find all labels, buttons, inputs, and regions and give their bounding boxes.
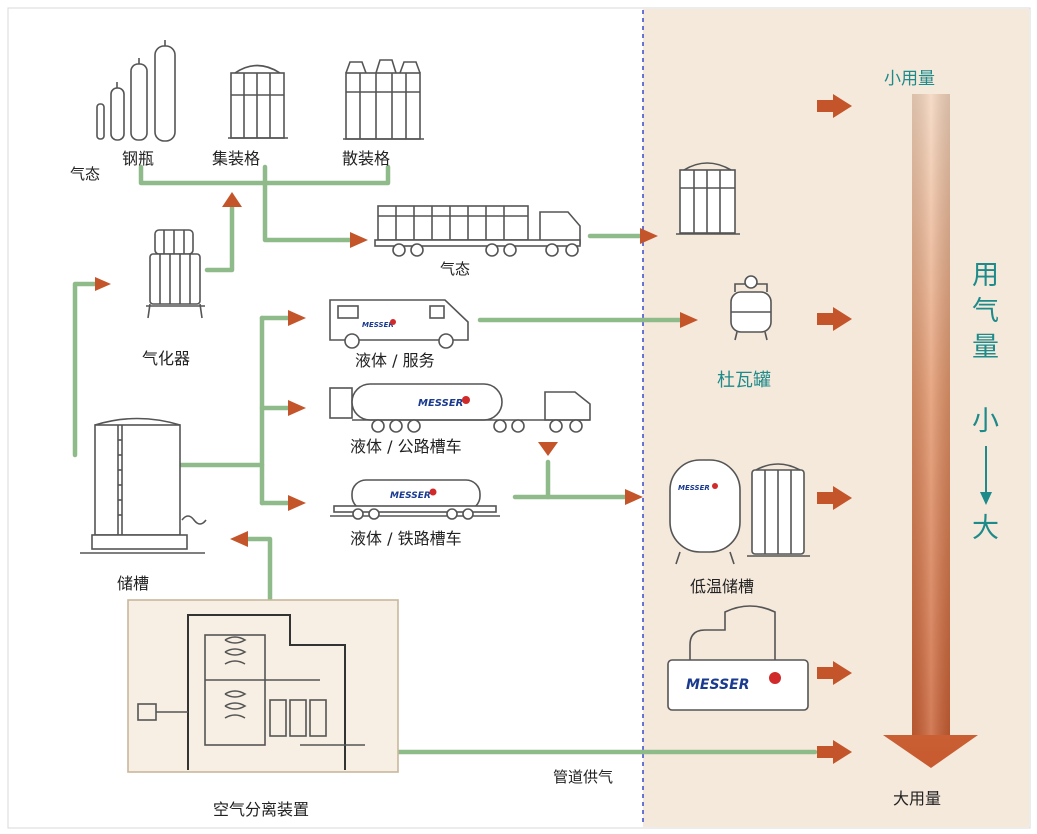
label-storage-tank: 储槽	[117, 574, 150, 593]
svg-text:MESSER: MESSER	[686, 677, 750, 693]
svg-text:MESSER: MESSER	[418, 398, 463, 409]
equipment	[80, 40, 810, 773]
vertical-usage-char-1: 用	[972, 260, 999, 291]
arrow-to-storage	[230, 531, 248, 547]
rail-tanker-icon	[330, 479, 500, 520]
flow-lines	[72, 164, 818, 755]
label-cylinder: 钢瓶	[122, 149, 155, 168]
vertical-usage-char-3: 量	[972, 332, 999, 363]
arrow-road-down	[538, 442, 558, 456]
arrow-to-vaporizer	[95, 277, 111, 291]
label-pipeline: 管道供气	[553, 768, 614, 786]
label-liquid-rail: 液体 / 铁路槽车	[350, 529, 462, 548]
arrow-to-rail-tanker	[288, 495, 306, 511]
svg-text:MESSER: MESSER	[678, 484, 710, 492]
svg-text:MESSER: MESSER	[390, 491, 431, 501]
cryogenic-tank-icon	[669, 459, 810, 565]
label-liquid-road: 液体 / 公路槽车	[350, 437, 462, 456]
road-tanker-icon	[329, 383, 591, 433]
label-gas-state-top: 气态	[70, 165, 101, 183]
messer-logo-plant: MESSER	[686, 672, 781, 693]
messer-logos: MESSER MESSER MESSER MESSER MESSER	[362, 319, 781, 693]
cylinder-icon	[96, 40, 176, 142]
label-gas-truck: 气态	[440, 260, 471, 278]
messer-logo-van: MESSER	[362, 319, 396, 329]
label-cryo-tank: 低温储槽	[690, 577, 755, 596]
right-arrows	[817, 94, 852, 764]
van-icon	[329, 299, 469, 349]
loose-rack-icon	[343, 59, 424, 140]
arrow-to-dewar	[680, 312, 698, 328]
label-vaporizer: 气化器	[142, 349, 191, 368]
arrow-truck-to-rack	[640, 228, 658, 244]
arrow-to-road-tanker	[288, 400, 306, 416]
messer-logo-rail: MESSER	[390, 488, 437, 501]
vertical-big-char: 大	[972, 513, 999, 544]
label-small-usage: 小用量	[884, 69, 935, 89]
dewar-icon	[730, 275, 772, 341]
storage-tank-icon	[80, 417, 207, 554]
label-bundle: 集装格	[212, 149, 261, 168]
vertical-small-char: 小	[972, 406, 999, 437]
svg-text:MESSER: MESSER	[362, 321, 394, 329]
arrow-to-gas-truck	[350, 232, 368, 248]
gas-truck-icon	[374, 205, 581, 257]
label-loose-rack: 散装格	[342, 149, 391, 168]
messer-logo-cryo: MESSER	[678, 483, 718, 492]
label-large-usage: 大用量	[893, 789, 942, 808]
usage-scale-arrow	[883, 94, 978, 768]
arrow-to-van	[288, 310, 306, 326]
messer-logo-road: MESSER	[418, 396, 470, 409]
label-asu: 空气分离装置	[213, 800, 310, 819]
arrow-to-bundle	[222, 192, 242, 207]
label-liquid-service: 液体 / 服务	[355, 351, 435, 370]
gas-rack-right-icon	[676, 162, 740, 235]
bundle-icon	[228, 64, 288, 139]
vertical-usage-char-2: 气	[972, 296, 999, 327]
arrow-to-cryo	[625, 489, 643, 505]
vaporizer-icon	[146, 229, 205, 319]
flow-arrows	[95, 94, 852, 764]
label-dewar: 杜瓦罐	[717, 370, 771, 391]
asu-icon	[127, 599, 399, 773]
